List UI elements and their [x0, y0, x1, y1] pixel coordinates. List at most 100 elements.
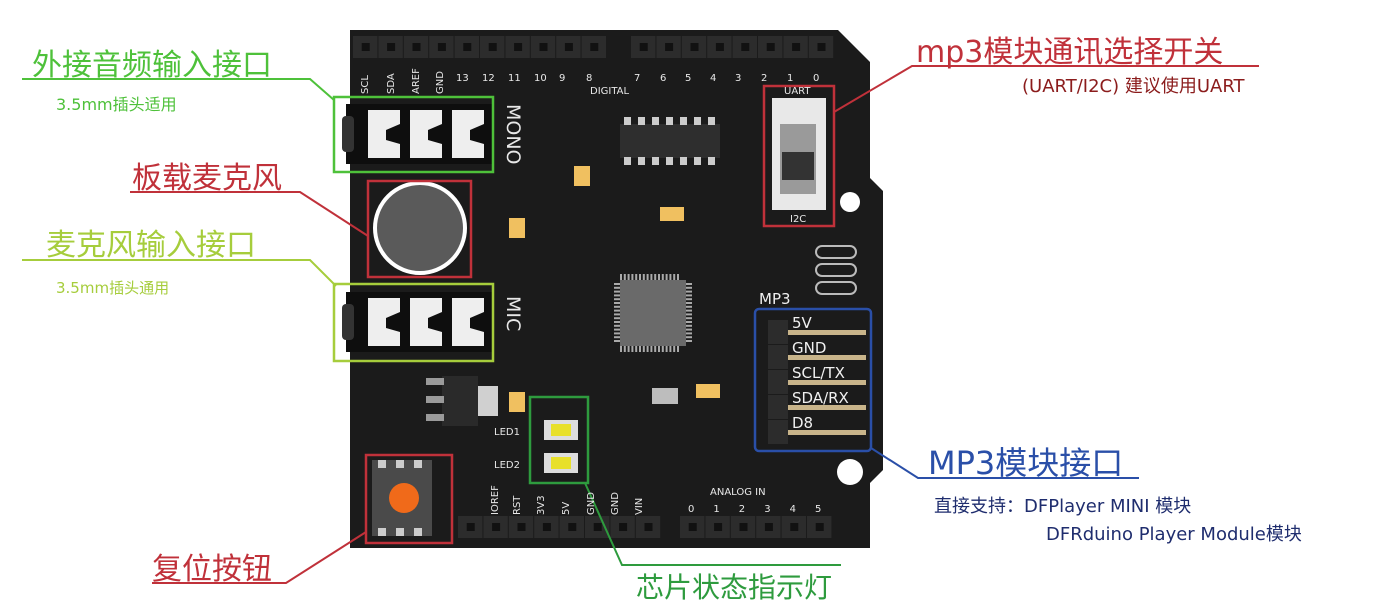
mp3-pin-block [768, 395, 788, 419]
header-pin-hole [715, 43, 724, 51]
qfp-pin [686, 298, 692, 301]
qfp-pin [686, 317, 692, 320]
power-pin-label: IOREF [490, 485, 501, 515]
top-pin-label: 1 [787, 73, 794, 84]
top-pin-label: AREF [411, 68, 422, 94]
qfp-pin [673, 346, 676, 352]
qfp-pin [686, 283, 692, 285]
qfp-pin [686, 294, 692, 297]
qfp-pin [642, 346, 645, 352]
qfp-pin [635, 346, 638, 352]
qfp-pin [631, 274, 634, 280]
qfp-pin [686, 305, 692, 308]
analog-pin-label: 4 [789, 504, 796, 515]
qfp-pin [686, 321, 692, 323]
dip-pin [694, 117, 701, 125]
qfp-pin [677, 274, 679, 280]
dip-chip [620, 117, 720, 165]
dip-pin [680, 117, 687, 125]
audio-in-box [332, 95, 495, 174]
qfp-pin [614, 317, 620, 320]
switch-leader [833, 65, 1259, 113]
qfp-pin [650, 274, 653, 280]
top-pin-label: 8 [586, 73, 593, 84]
mic-in-sub: 3.5mm插头通用 [56, 279, 170, 297]
qfp-pin [614, 313, 620, 316]
header-pin-hole [688, 523, 697, 531]
led-box [528, 395, 590, 485]
top-pin-label: GND [435, 71, 446, 94]
mp3-pin-label: SDA/RX [792, 389, 849, 407]
analog-pin-label: 0 [688, 504, 695, 515]
jack-contact [452, 298, 484, 346]
top-pin-label: 13 [456, 73, 469, 84]
uart-switch-title: mp3模块通讯选择开关 [916, 35, 1224, 70]
header-pin-hole [741, 43, 750, 51]
qfp-pin [686, 313, 692, 316]
smd-capacitor [660, 207, 684, 221]
smd-capacitor [574, 166, 590, 186]
header-pin-hole [790, 523, 799, 531]
qfp-pin [614, 321, 620, 323]
power-analog-header [458, 516, 832, 538]
mp3-pin [788, 355, 866, 360]
mp3-pin [788, 380, 866, 385]
qfp-pin [646, 274, 649, 280]
mp3-pin-block [768, 420, 788, 444]
qfp-pin [620, 274, 622, 280]
mp3-leader [870, 447, 1139, 479]
smd-resistor [652, 388, 678, 404]
mp3-port-sub1: 直接支持：DFPlayer MINI 模块 [934, 496, 1192, 517]
qfp-pin [620, 346, 622, 352]
power-pin-label: GND [610, 492, 621, 515]
top-pin-label: 2 [761, 73, 768, 84]
header-pin-hole [817, 43, 826, 51]
jack-contact [368, 298, 400, 346]
qfp-pin [639, 274, 641, 280]
audio-in-sub: 3.5mm插头适用 [56, 95, 177, 114]
header-pin-hole [815, 523, 824, 531]
header-pin-hole [564, 43, 573, 51]
qfp-pin [614, 328, 620, 331]
header-pin-hole [463, 43, 472, 51]
audio-in-leader [22, 78, 335, 101]
qfp-pin [627, 346, 630, 352]
analog-in-label: ANALOG IN [710, 487, 766, 498]
qfp-pin [635, 274, 638, 280]
led-status-title: 芯片状态指示灯 [636, 571, 833, 604]
led-leader [584, 482, 841, 566]
jack-contact [368, 110, 400, 158]
qfp-pin [686, 302, 692, 304]
qfp-pin [614, 283, 620, 285]
mounting-hole [837, 459, 863, 485]
i2c-label: I2C [790, 214, 807, 225]
dip-pin [652, 157, 659, 165]
qfp-pin [623, 274, 626, 280]
analog-pin-label: 5 [815, 504, 822, 515]
header-pin-hole [517, 523, 526, 531]
power-pin-label: RST [512, 495, 523, 515]
header-pin-hole [514, 43, 523, 51]
mp3-pin-block [768, 320, 788, 344]
qfp-pin [665, 274, 668, 280]
qfp-chip [614, 274, 692, 352]
microphone [373, 181, 467, 275]
top-pin-label: 7 [634, 73, 641, 84]
header-pin-hole [593, 523, 602, 531]
header-pin-hole [437, 43, 446, 51]
led2-label: LED2 [494, 460, 520, 471]
mp3-header [768, 320, 866, 444]
qfp-pin [614, 340, 620, 342]
qfp-pin [614, 324, 620, 327]
mp3-box [753, 307, 873, 453]
header-pin-hole [665, 43, 674, 51]
qfp-pin [650, 346, 653, 352]
mp3-port-title: MP3模块接口 [928, 444, 1124, 482]
mp3-pin [788, 430, 866, 435]
smd-capacitor [696, 384, 720, 398]
mp3-board-label: MP3 [759, 290, 791, 308]
qfp-pin [686, 328, 692, 331]
qfp-pin [614, 336, 620, 339]
qfp-pin [686, 324, 692, 327]
qfp-pin [646, 346, 649, 352]
